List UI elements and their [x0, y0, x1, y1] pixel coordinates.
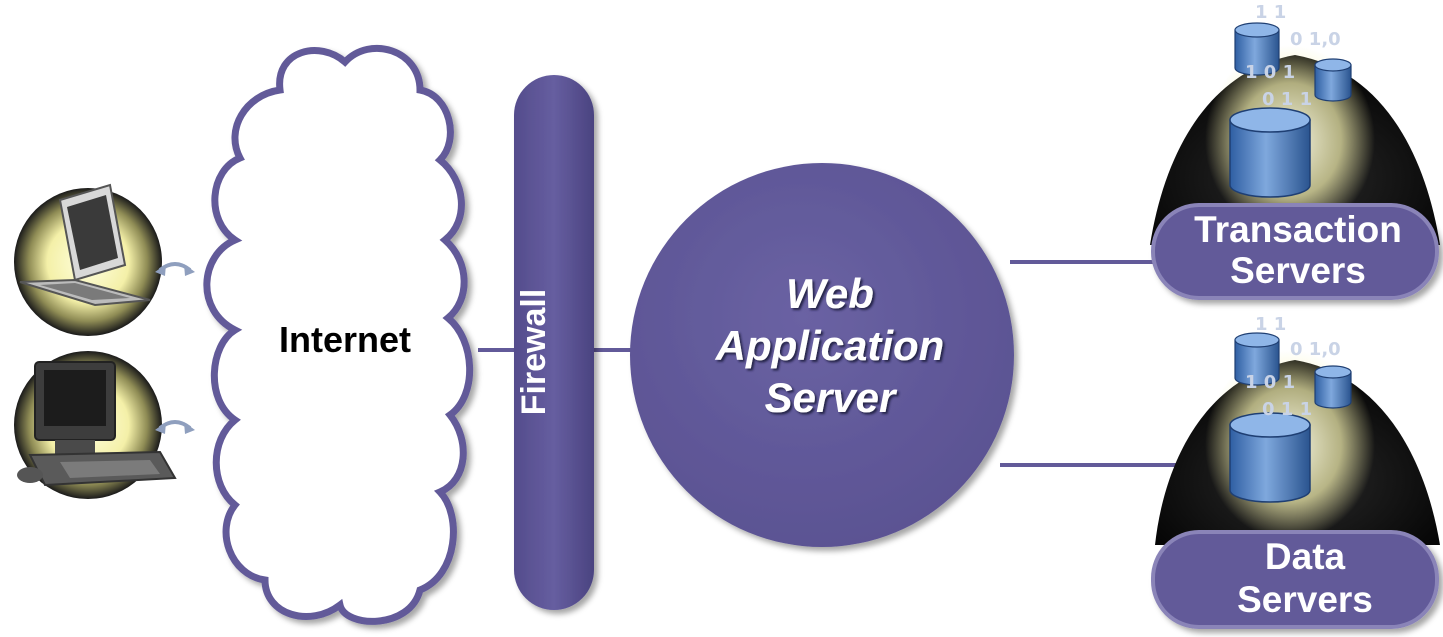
- web-application-server-label-line2: Application: [715, 322, 945, 369]
- data-servers: 1 1 0 1,0 1 0 1 0 1 1 Data Servers: [1151, 314, 1440, 629]
- firewall: Firewall: [514, 75, 594, 610]
- database-cylinder-icon: [1229, 22, 1352, 198]
- transaction-servers-label-line2: Servers: [1230, 250, 1366, 291]
- internet-cloud: Internet: [203, 44, 474, 625]
- web-application-server-label-line1: Web: [786, 270, 874, 317]
- internet-label: Internet: [279, 319, 411, 360]
- web-application-server: Web Application Server: [630, 163, 1014, 547]
- bidirectional-arrow-icon: [155, 420, 195, 434]
- web-application-server-circle: [630, 163, 1014, 547]
- transaction-servers-label-line1: Transaction: [1194, 209, 1402, 250]
- laptop-client: [14, 183, 162, 336]
- internet-cloud-shape: [203, 44, 474, 625]
- svg-text:0 1 1: 0 1 1: [1262, 89, 1312, 110]
- transaction-servers: 1 1 0 1,0 1 0 1 0 1 1 Transaction Server…: [1150, 2, 1440, 300]
- svg-text:0 1,0: 0 1,0: [1290, 29, 1341, 50]
- bidirectional-arrow-icon: [155, 262, 195, 276]
- svg-text:1 0 1: 1 0 1: [1245, 62, 1295, 83]
- web-application-server-label-line3: Server: [765, 374, 898, 421]
- desktop-client: [14, 351, 177, 499]
- desktop-computer-icon: [17, 361, 177, 487]
- svg-text:0 1 1: 0 1 1: [1262, 399, 1312, 420]
- firewall-bar: [514, 75, 594, 610]
- svg-text:1 0 1: 1 0 1: [1245, 372, 1295, 393]
- database-cylinder-icon: [1229, 332, 1352, 503]
- svg-text:1 1: 1 1: [1255, 314, 1286, 335]
- data-servers-pill: [1151, 530, 1439, 629]
- transaction-servers-pill: [1151, 203, 1439, 300]
- data-servers-label-line1: Data: [1265, 536, 1346, 577]
- laptop-icon: [19, 183, 151, 307]
- svg-text:1 1: 1 1: [1255, 2, 1286, 23]
- data-servers-label-line2: Servers: [1237, 579, 1373, 620]
- firewall-label: Firewall: [515, 289, 553, 416]
- svg-text:0 1,0: 0 1,0: [1290, 339, 1341, 360]
